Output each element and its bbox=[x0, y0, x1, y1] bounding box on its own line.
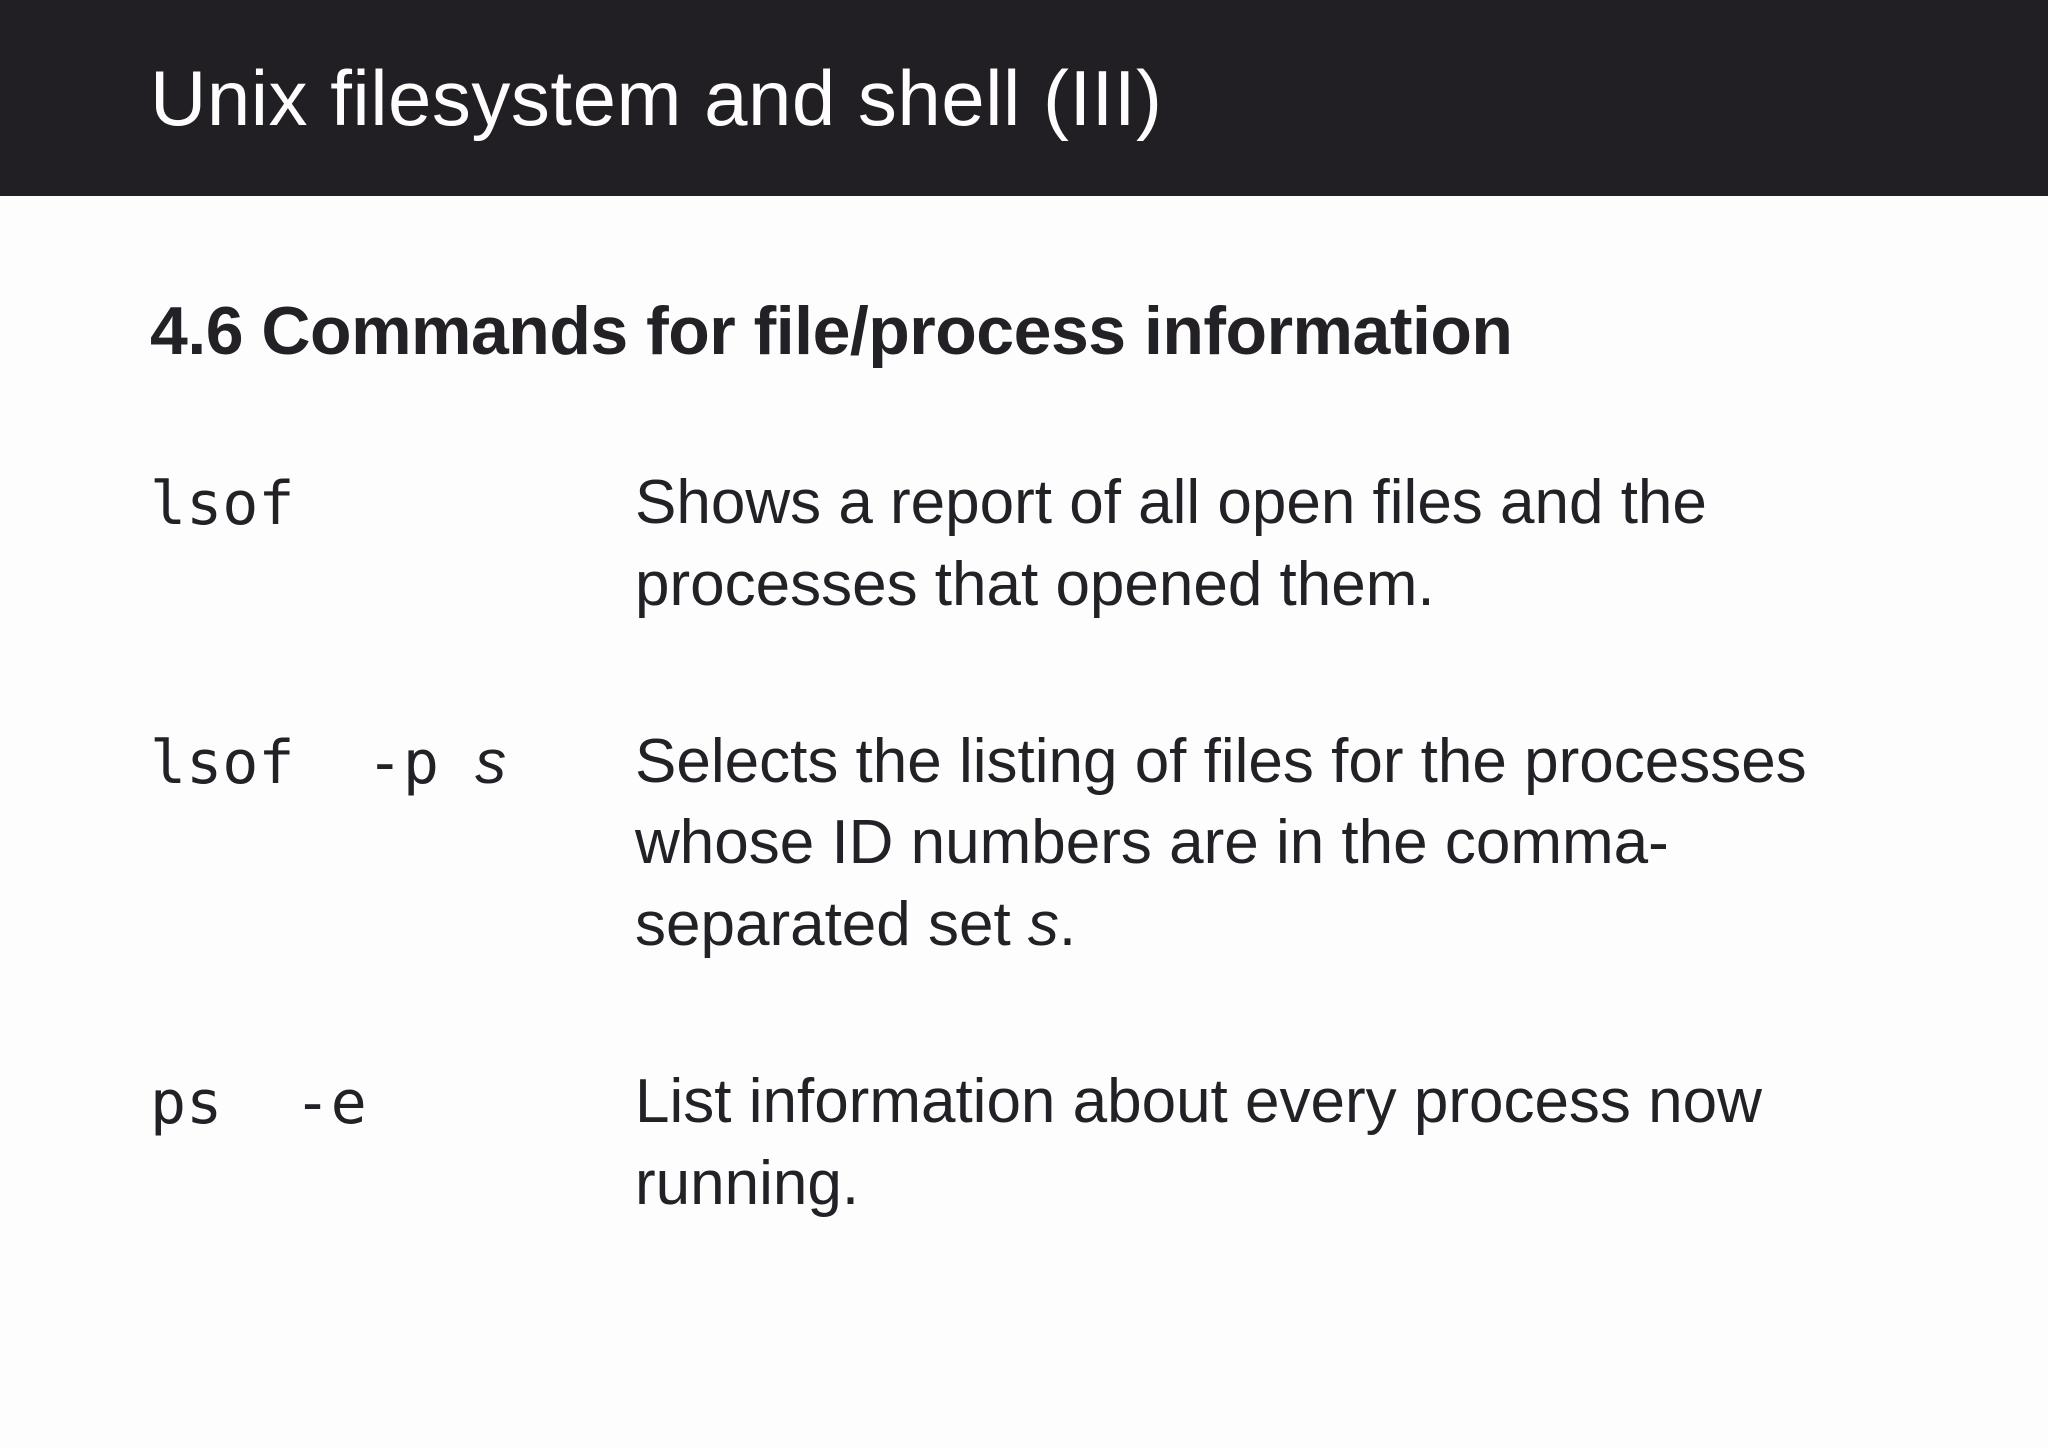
command-table: lsof Shows a report of all open files an… bbox=[150, 462, 1928, 1225]
command-cell: ps -e bbox=[150, 1061, 635, 1138]
description-text: Selects the listing of files for the pro… bbox=[635, 726, 1807, 960]
description-variable: s bbox=[1027, 890, 1059, 960]
table-row: lsof -p s Selects the listing of files f… bbox=[150, 721, 1928, 966]
description-tail: . bbox=[1058, 890, 1077, 960]
command-variable: s bbox=[475, 727, 507, 797]
description-cell: Shows a report of all open files and the… bbox=[635, 462, 1928, 626]
command-cell: lsof -p s bbox=[150, 721, 635, 798]
description-text: List information about every process now… bbox=[635, 1067, 1762, 1218]
command-text: lsof -p bbox=[150, 727, 476, 798]
table-row: ps -e List information about every proce… bbox=[150, 1061, 1928, 1225]
section-heading: 4.6 Commands for file/process informatio… bbox=[150, 293, 1513, 369]
command-text: lsof bbox=[150, 469, 295, 539]
description-cell: Selects the listing of files for the pro… bbox=[635, 721, 1928, 966]
slide-content: 4.6 Commands for file/process informatio… bbox=[0, 196, 2048, 1448]
command-cell: lsof bbox=[150, 462, 635, 539]
description-text: Shows a report of all open files and the… bbox=[635, 468, 1707, 619]
description-cell: List information about every process now… bbox=[635, 1061, 1928, 1225]
command-text: ps -e bbox=[150, 1068, 367, 1139]
slide-header: Unix filesystem and shell (III) bbox=[0, 0, 2048, 196]
slide-title: Unix filesystem and shell (III) bbox=[150, 53, 1163, 142]
table-row: lsof Shows a report of all open files an… bbox=[150, 462, 1928, 626]
